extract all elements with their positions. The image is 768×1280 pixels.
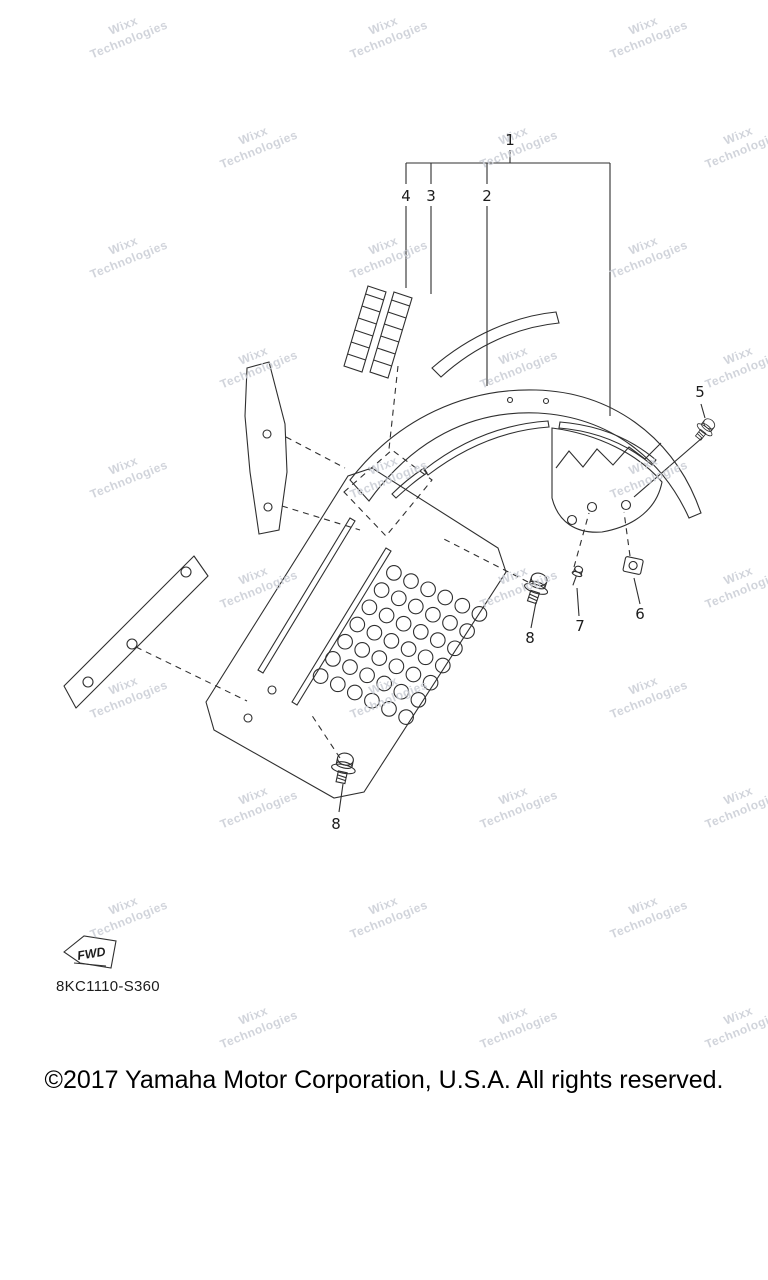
callout-2: 2 — [482, 187, 492, 205]
bolt-8 — [519, 569, 553, 607]
bracket-lower-left — [63, 555, 209, 709]
reflector-strip-3 — [369, 291, 413, 379]
clip-nut-6 — [622, 556, 644, 575]
callout-4: 4 — [401, 187, 411, 205]
callout-1: 1 — [505, 131, 515, 149]
callout-5: 5 — [695, 383, 705, 401]
parts-diagram-svg: FWD — [63, 150, 720, 969]
fender-slot — [558, 421, 657, 466]
hole-grid — [312, 565, 488, 725]
perforated-panel — [205, 467, 507, 799]
fender-slot — [391, 467, 428, 499]
callout-3: 3 — [426, 187, 436, 205]
bracket-left — [244, 361, 288, 535]
callout-6: 6 — [635, 605, 645, 623]
bolt-8-lower — [328, 750, 359, 786]
callout-8: 8 — [525, 629, 535, 647]
fender-1 — [349, 389, 702, 533]
fwd-label: FWD — [76, 945, 106, 963]
callout-8-lower: 8 — [331, 815, 341, 833]
fwd-marker: FWD — [63, 935, 117, 969]
bolt-5 — [690, 414, 720, 445]
rivet-7 — [571, 565, 584, 586]
fender-slot — [423, 420, 550, 476]
reflector-strip-4 — [343, 285, 387, 373]
trim-strip-2 — [431, 311, 560, 378]
copyright-text: ©2017 Yamaha Motor Corporation, U.S.A. A… — [44, 1066, 724, 1094]
diagram-code: 8KC1110-S360 — [56, 978, 160, 995]
fender-side-holes — [551, 427, 663, 533]
callout-leader-lines — [338, 150, 706, 813]
dashed-alignment-lines — [135, 365, 631, 759]
mount-plate-zigzag — [555, 442, 662, 469]
callout-7: 7 — [575, 617, 585, 635]
